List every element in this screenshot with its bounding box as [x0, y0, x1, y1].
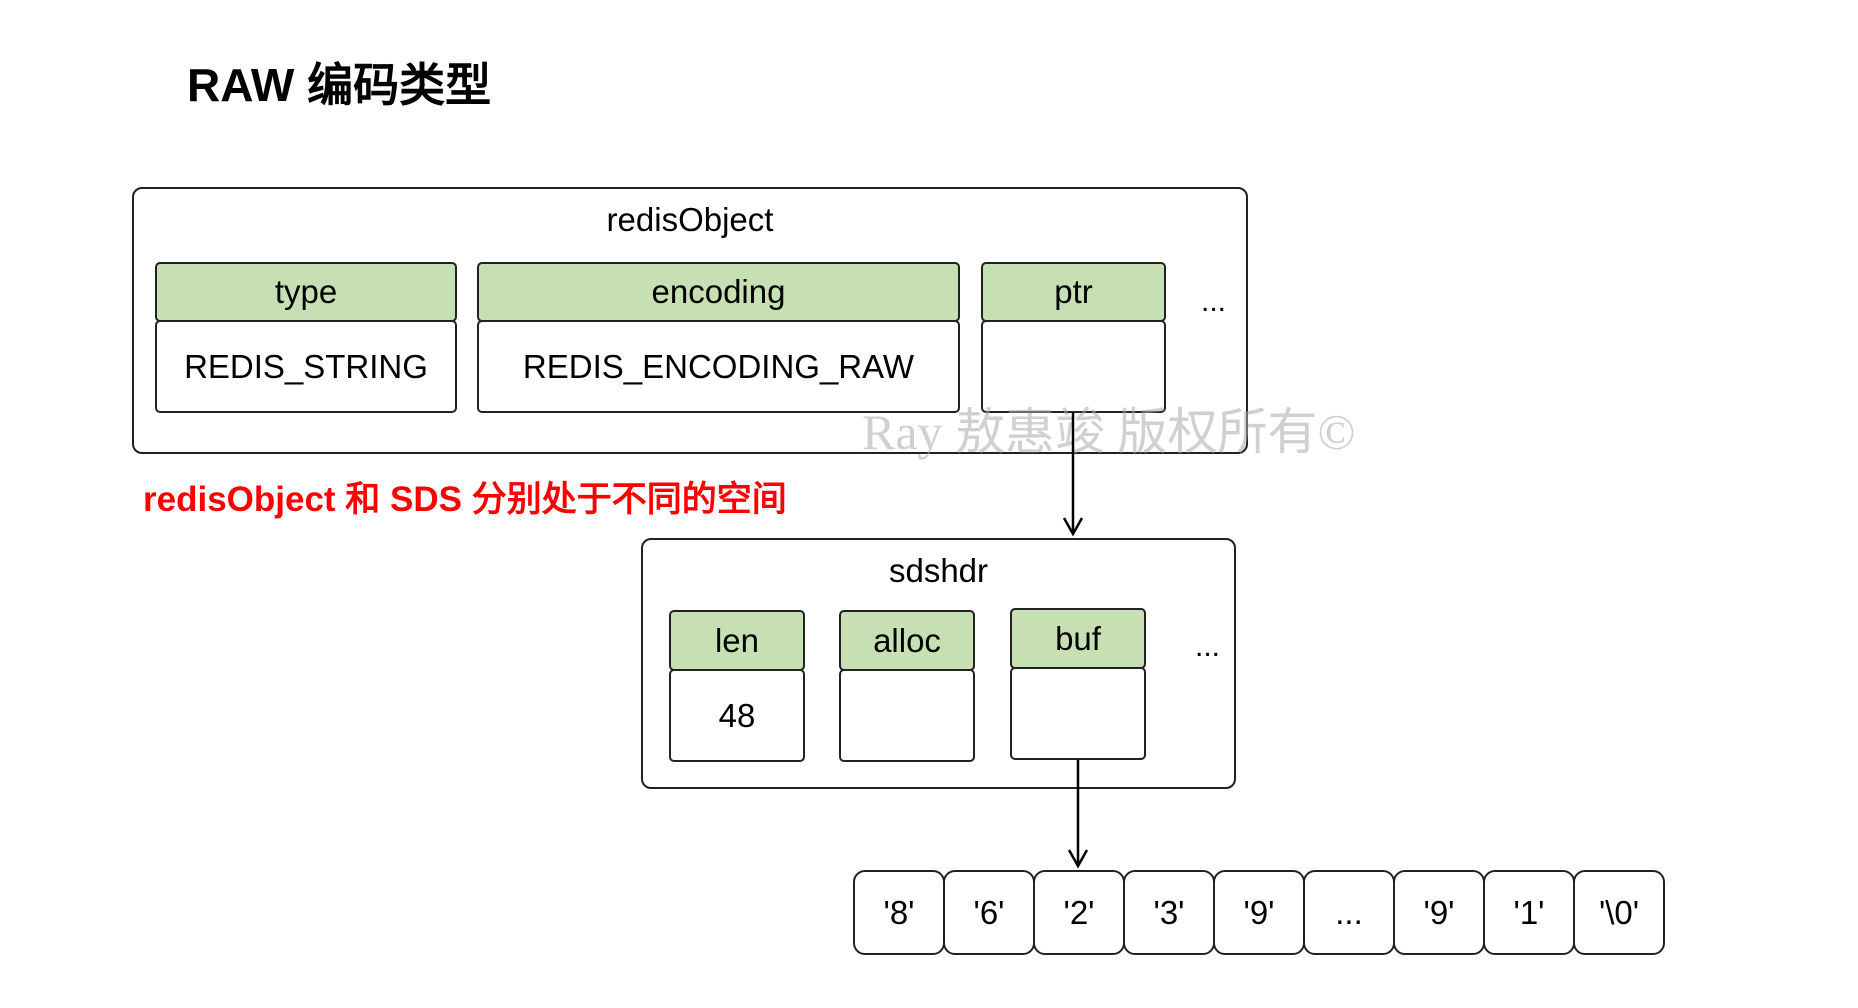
- buf-field-value: [1010, 667, 1146, 760]
- sdshdr-ellipsis: ...: [1195, 630, 1221, 663]
- buf-to-buffer-arrow: [1067, 760, 1089, 869]
- page-title: RAW 编码类型: [187, 59, 492, 111]
- buffer-char-6: '9': [1393, 870, 1485, 955]
- alloc-field-value: [839, 669, 975, 762]
- buffer-char-8: '\0': [1573, 870, 1665, 955]
- redis-object-ellipsis: ...: [1201, 285, 1227, 318]
- copyright-watermark: Ray 敖惠竣 版权所有©: [862, 404, 1356, 460]
- len-field-header: len: [669, 610, 805, 671]
- ptr-to-sdshdr-arrow: [1062, 412, 1084, 537]
- ptr-field-header: ptr: [981, 262, 1166, 322]
- ptr-field-value: [981, 320, 1166, 413]
- type-field-header: type: [155, 262, 457, 322]
- buffer-char-3: '3': [1123, 870, 1215, 955]
- sdshdr-label: sdshdr: [888, 552, 989, 589]
- len-field-value: 48: [669, 669, 805, 762]
- alloc-field-header: alloc: [839, 610, 975, 671]
- buffer-char-4: '9': [1213, 870, 1305, 955]
- type-field-value: REDIS_STRING: [155, 320, 457, 413]
- encoding-field-value: REDIS_ENCODING_RAW: [477, 320, 960, 413]
- buffer-char-7: '1': [1483, 870, 1575, 955]
- redis-object-label: redisObject: [606, 201, 774, 238]
- separation-note: redisObject 和 SDS 分别处于不同的空间: [143, 480, 787, 519]
- buffer-char-5: ...: [1303, 870, 1395, 955]
